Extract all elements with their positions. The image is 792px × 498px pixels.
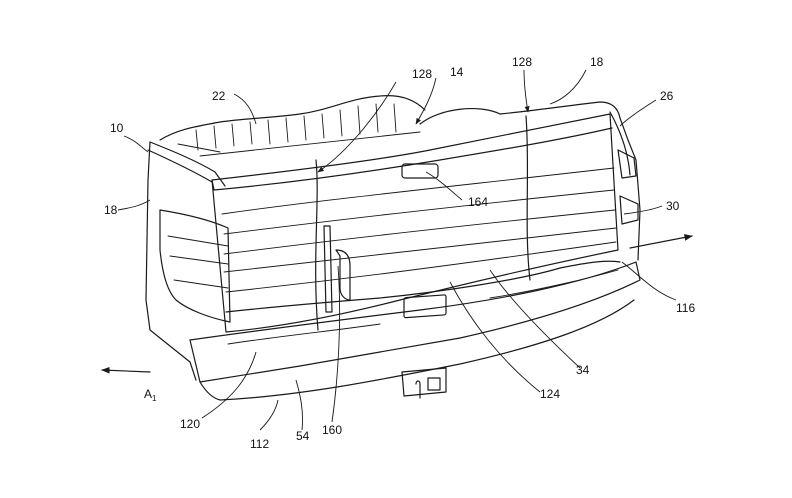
hitch-receiver bbox=[401, 367, 447, 397]
ref-18-left: 18 bbox=[104, 203, 118, 217]
ref-10: 10 bbox=[110, 121, 124, 135]
ref-164: 164 bbox=[468, 195, 488, 209]
wheel-well bbox=[419, 107, 501, 125]
strap-left bbox=[315, 159, 319, 331]
ref-26: 26 bbox=[660, 89, 674, 103]
tailgate bbox=[211, 113, 621, 333]
ref-160: 160 bbox=[322, 423, 342, 437]
ref-30: 30 bbox=[666, 199, 680, 213]
rear-bumper bbox=[189, 261, 641, 401]
ref-116: 116 bbox=[676, 301, 695, 315]
ref-120: 120 bbox=[180, 417, 200, 431]
right-taillight-lower bbox=[619, 195, 639, 225]
divider-160 bbox=[323, 225, 333, 313]
ref-18-right: 18 bbox=[590, 55, 604, 69]
ref-112: 112 bbox=[250, 437, 269, 451]
ref-14: 14 bbox=[450, 65, 464, 79]
reference-numerals: 10 128 14 128 18 22 26 18 164 30 116 34 … bbox=[104, 55, 695, 451]
tailgate-handle bbox=[401, 163, 439, 179]
leader-lines bbox=[117, 69, 677, 431]
ref-54: 54 bbox=[296, 429, 310, 443]
truck-bed bbox=[145, 95, 641, 381]
axis-arrow-right bbox=[629, 234, 693, 249]
ref-axis-a: A1 bbox=[144, 387, 157, 403]
strap-right bbox=[525, 115, 531, 281]
ref-22: 22 bbox=[212, 89, 226, 103]
ref-128-left: 128 bbox=[412, 67, 432, 81]
bed-floor-ribs bbox=[177, 103, 421, 157]
license-plate bbox=[403, 294, 447, 319]
axis-a1-arrow bbox=[101, 366, 151, 374]
axis-arrows bbox=[101, 234, 693, 374]
right-taillight-upper bbox=[617, 149, 637, 179]
ref-124: 124 bbox=[540, 387, 560, 401]
hitch-square bbox=[427, 377, 441, 391]
left-taillight bbox=[159, 209, 231, 323]
bed-rail bbox=[159, 95, 426, 141]
ref-128-right: 128 bbox=[512, 55, 532, 69]
ref-34: 34 bbox=[576, 363, 590, 377]
